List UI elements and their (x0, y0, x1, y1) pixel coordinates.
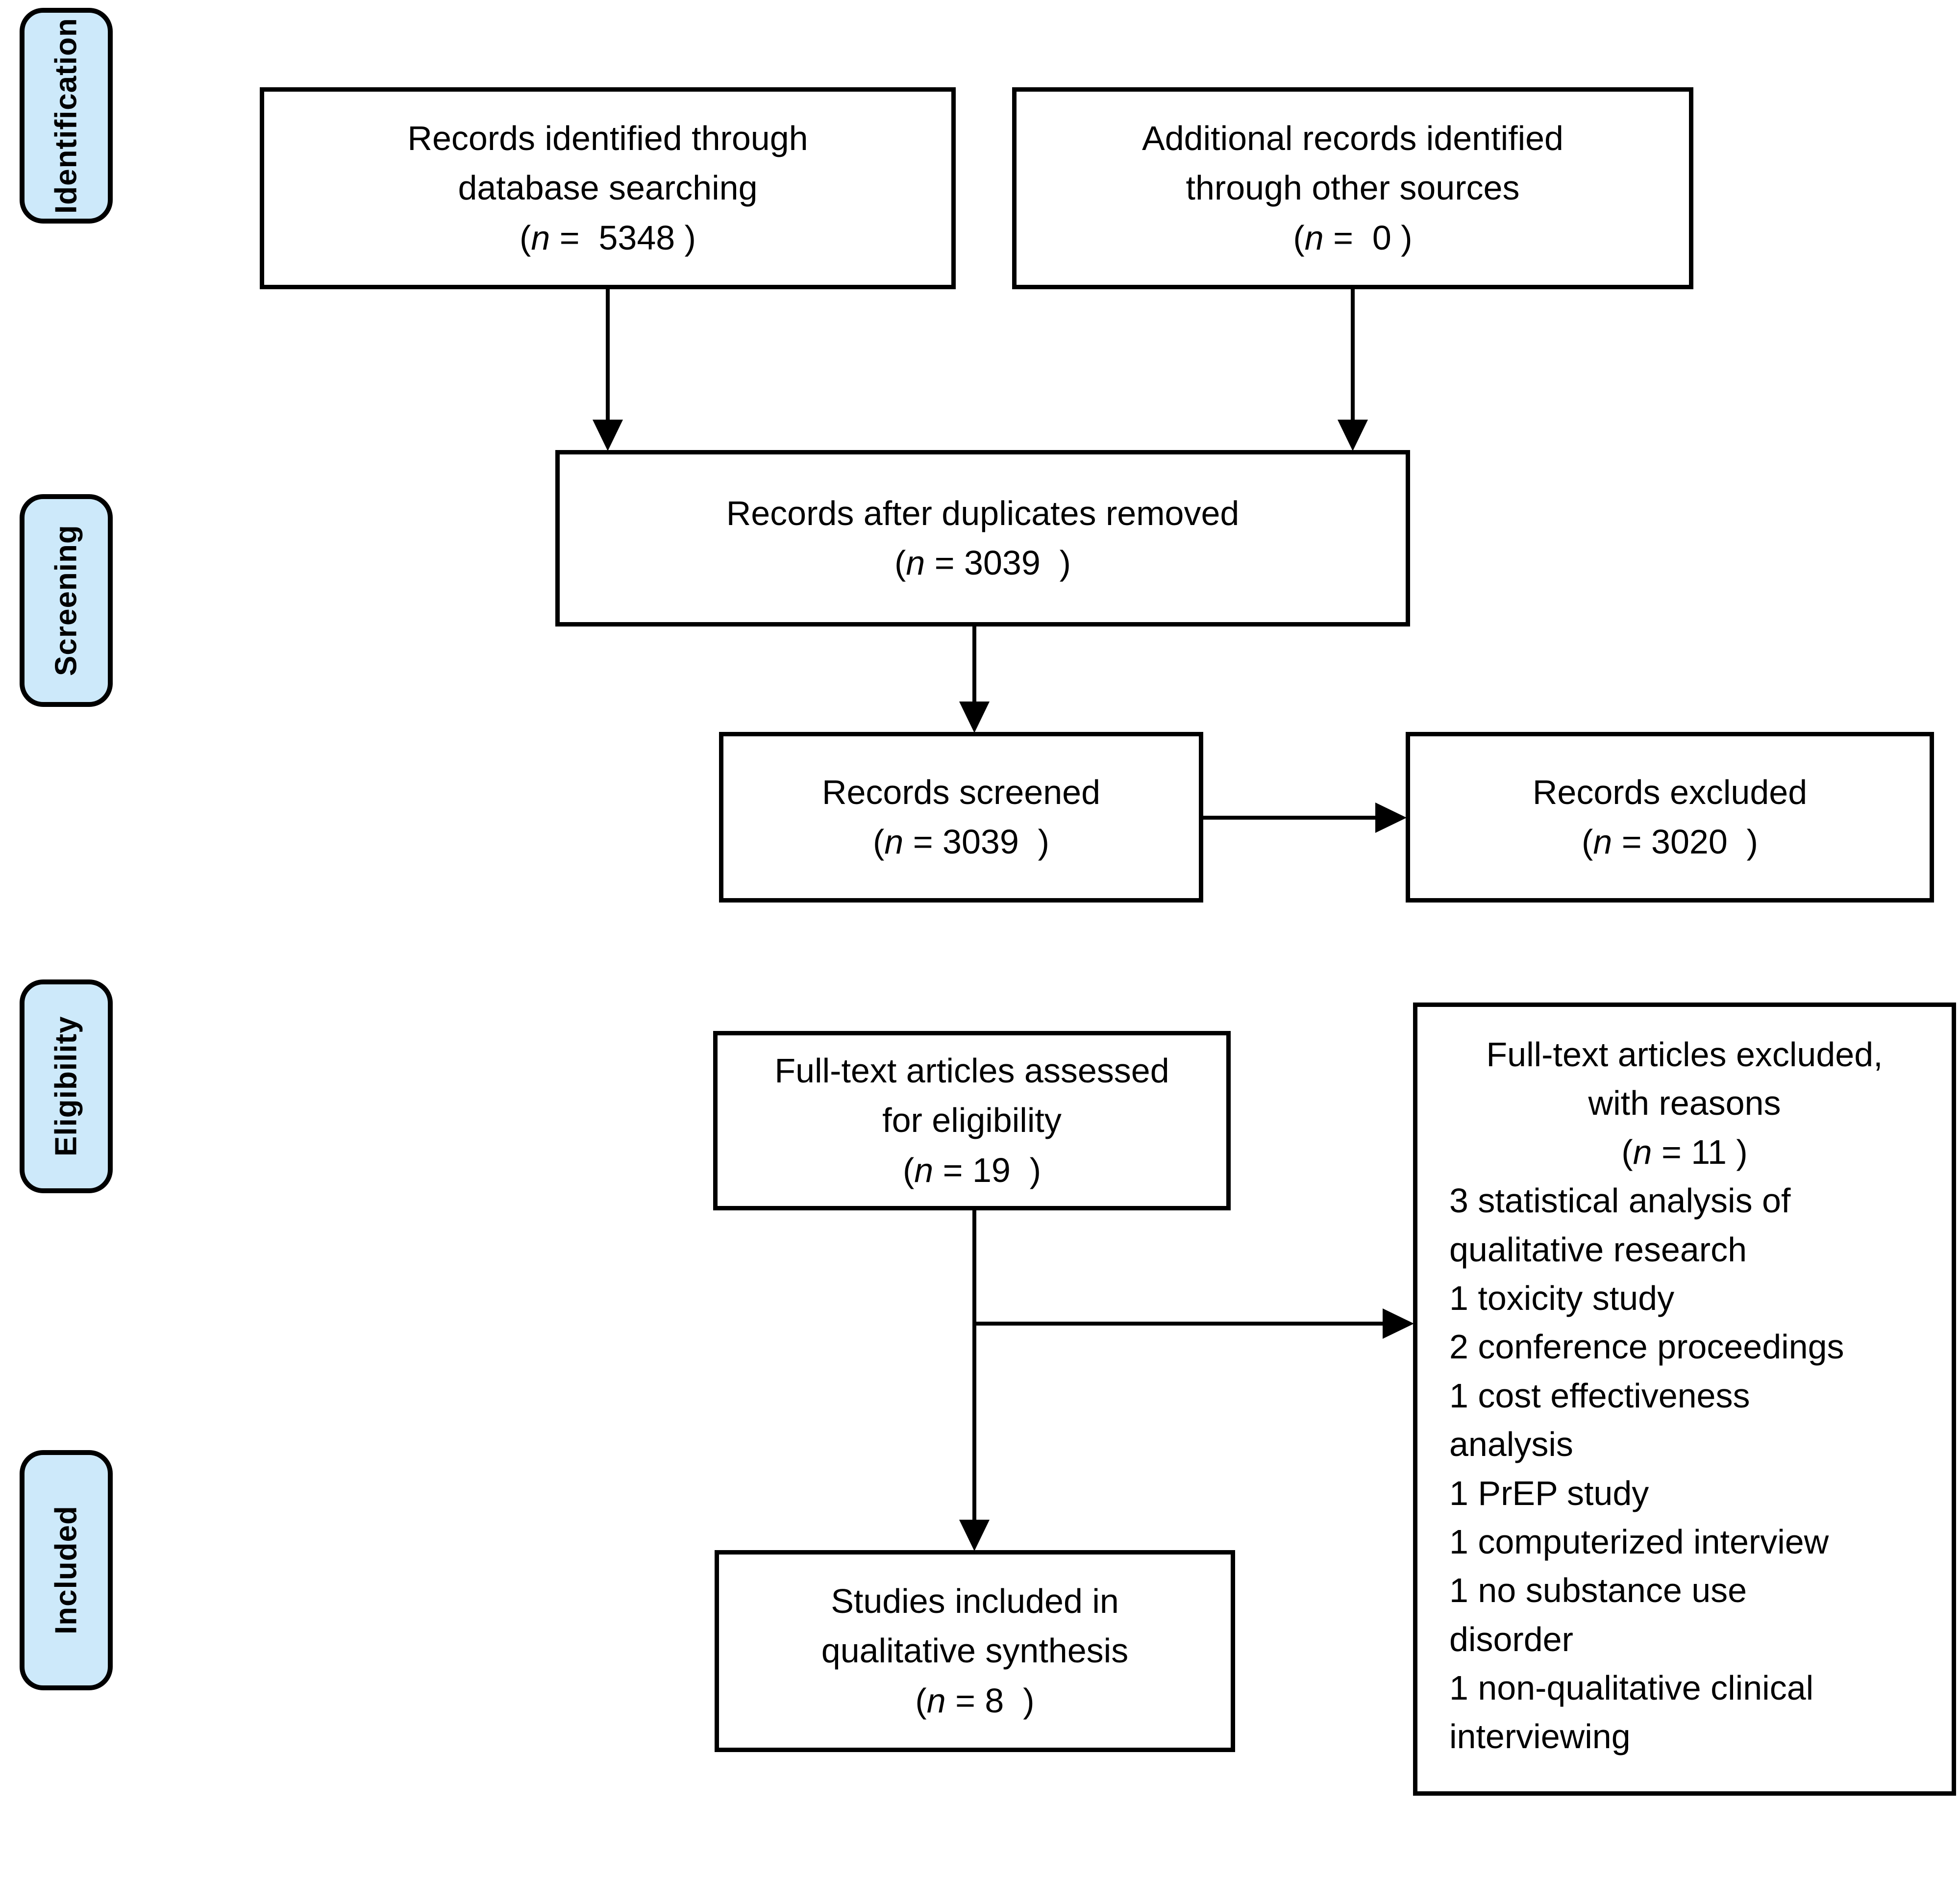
exclusion-reason-item: 1 no substance use disorder (1449, 1571, 1747, 1658)
n-count: (n = 11 ) (1621, 1132, 1748, 1171)
box-text-line: Records after duplicates removed (726, 494, 1240, 532)
arrowhead-fulltext-to-included (959, 1520, 990, 1551)
connector-fulltext-to-included (972, 1209, 976, 1522)
stage-label-included: Included (20, 1450, 113, 1690)
arrowhead-duplicates-to-screened (959, 702, 990, 733)
stage-label-identification: Identification (20, 8, 113, 224)
connector-additional-to-duplicates (1351, 288, 1355, 423)
box-text-line: Studies included in (831, 1581, 1119, 1620)
n-count: (n = 0 ) (1293, 218, 1413, 257)
box-text-line: Full-text articles assessed (774, 1051, 1169, 1090)
box-text-line: Records excluded (1532, 773, 1808, 811)
box-records-screened: Records screened (n = 3039 ) (719, 732, 1203, 903)
box-additional-records: Additional records identified through ot… (1012, 87, 1693, 289)
arrowhead-fulltext-to-reasons (1383, 1308, 1414, 1339)
box-records-excluded: Records excluded (n = 3020 ) (1406, 732, 1934, 903)
n-count: (n = 5348 ) (520, 218, 696, 257)
connector-screened-to-excluded (1203, 816, 1377, 820)
box-text-line: with reasons (1588, 1084, 1781, 1123)
box-text-line: through other sources (1186, 169, 1520, 207)
box-duplicates-removed: Records after duplicates removed (n = 30… (555, 450, 1410, 627)
box-text-line: Full-text articles excluded, (1486, 1035, 1883, 1074)
connector-fulltext-to-reasons (972, 1322, 1385, 1326)
arrowhead-screened-to-excluded (1375, 803, 1407, 833)
n-count: (n = 8 ) (915, 1681, 1035, 1720)
n-count: (n = 19 ) (902, 1151, 1042, 1189)
arrowhead-identified-to-duplicates (593, 420, 623, 451)
exclusion-reason-list: 3 statistical analysis of qualitative re… (1430, 1177, 1939, 1761)
box-text-line: Records screened (821, 773, 1101, 811)
arrowhead-additional-to-duplicates (1338, 420, 1368, 451)
exclusion-reason-item: 3 statistical analysis of qualitative re… (1449, 1181, 1791, 1269)
box-text-line: qualitative synthesis (821, 1631, 1129, 1670)
box-fulltext-assessed: Full-text articles assessed for eligibil… (713, 1031, 1231, 1210)
connector-identified-to-duplicates (606, 288, 610, 423)
stage-label-eligibility: Eligibility (20, 979, 113, 1193)
n-count: (n = 3039 ) (894, 544, 1071, 582)
box-text-line: Records identified through (407, 119, 808, 157)
exclusion-reason-item: 1 cost effectiveness analysis (1449, 1376, 1750, 1464)
exclusion-reason-item: 2 conference proceedings (1449, 1328, 1844, 1366)
box-records-identified: Records identified through database sear… (260, 87, 956, 289)
box-studies-included: Studies included in qualitative synthesi… (715, 1550, 1235, 1752)
exclusion-reason-item: 1 computerized interview (1449, 1522, 1829, 1561)
box-text-line: for eligibility (882, 1101, 1062, 1140)
exclusion-reason-item: 1 non-qualitative clinical interviewing (1449, 1669, 1814, 1756)
box-text-line: database searching (458, 169, 758, 207)
n-count: (n = 3020 ) (1582, 823, 1758, 861)
box-text-line: Additional records identified (1142, 119, 1563, 157)
exclusion-reason-item: 1 PrEP study (1449, 1474, 1649, 1512)
box-fulltext-excluded-reasons: Full-text articles excluded, with reason… (1413, 1003, 1956, 1796)
stage-label-screening: Screening (20, 494, 113, 707)
n-count: (n = 3039 ) (873, 823, 1049, 861)
exclusion-reason-item: 1 toxicity study (1449, 1279, 1675, 1317)
connector-duplicates-to-screened (972, 626, 976, 704)
